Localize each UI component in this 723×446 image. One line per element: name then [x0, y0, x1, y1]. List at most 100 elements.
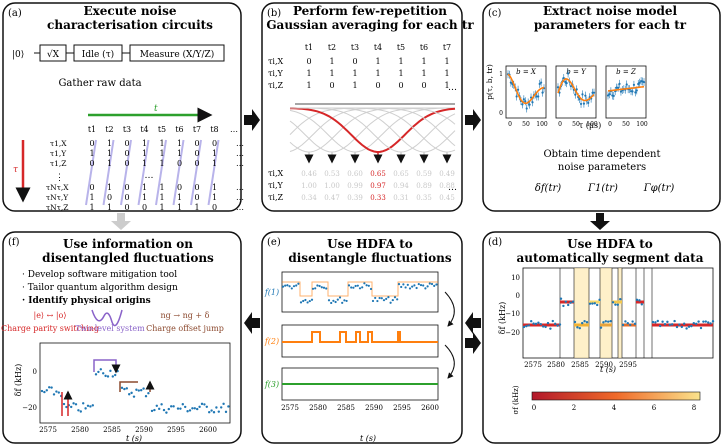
d-segment-shade	[600, 268, 612, 358]
f-point	[94, 373, 98, 376]
d-point	[621, 323, 625, 327]
d-ytick: −20	[505, 329, 520, 337]
c-fit-line	[507, 73, 545, 105]
c-point	[528, 103, 531, 106]
panel-c-title-1: Extract noise model	[543, 4, 678, 18]
b-avg-cell: 0.31	[393, 194, 409, 202]
a-sweep-arrow	[172, 139, 185, 206]
c-point	[632, 83, 636, 86]
c-ytick: 1	[499, 71, 503, 78]
e-f1-point	[356, 284, 359, 287]
c-point	[581, 93, 584, 96]
f-point	[116, 369, 119, 373]
a-cell: 0	[107, 193, 112, 202]
d-point	[629, 323, 632, 327]
b-cell: 0	[306, 57, 311, 66]
a-row-ellipsis: …	[236, 193, 244, 202]
a-cell: 1	[142, 159, 147, 168]
c-point	[618, 82, 621, 85]
e-f1-point	[345, 299, 348, 303]
e-f1-point	[402, 283, 405, 286]
e-xtick: 2575	[281, 404, 299, 412]
panel-f-letter: (f)	[8, 237, 20, 248]
f-point	[91, 404, 95, 407]
a-vdots-mid: …	[145, 171, 154, 181]
a-row-ellipsis: …	[236, 139, 244, 148]
a-col-header: t8	[210, 125, 218, 134]
c-point	[631, 90, 634, 93]
f-point	[172, 405, 175, 408]
f-point	[165, 411, 168, 414]
b-cell: 1	[398, 69, 403, 78]
f-point	[170, 405, 173, 408]
panel-a-box	[2, 2, 242, 212]
a-cell: 1	[177, 139, 182, 148]
e-f1-point	[297, 282, 300, 285]
f-point	[227, 405, 230, 408]
f-point	[155, 404, 158, 407]
d-point	[534, 322, 538, 326]
a-cell: 0	[212, 203, 217, 212]
d-point	[611, 301, 615, 304]
e-f1-point	[306, 301, 309, 304]
e-f1-point	[371, 299, 375, 303]
d-point	[604, 320, 607, 323]
c-obtain-1: Obtain time dependent	[543, 149, 660, 160]
d-point	[591, 302, 594, 305]
d-point	[640, 303, 643, 306]
f-point	[176, 407, 180, 410]
d-point	[556, 324, 559, 327]
d-point	[680, 325, 683, 329]
f-point	[128, 393, 131, 396]
f-point	[193, 407, 196, 410]
a-cell: 1	[194, 203, 199, 212]
d-point	[659, 324, 662, 328]
a-row-ellipsis: …	[236, 159, 244, 168]
b-avg-cell: 1.00	[301, 182, 317, 190]
f-point	[50, 386, 53, 389]
a-cell: 1	[107, 203, 112, 212]
e-f1-point	[316, 284, 319, 287]
d-point	[578, 326, 581, 330]
b-avg-cell: 0.97	[370, 182, 386, 190]
b-avg-cell: 0.49	[439, 170, 455, 178]
e-xtick: 2595	[393, 404, 411, 412]
d-point	[542, 325, 545, 328]
d-point	[527, 324, 530, 327]
label-charge-offset: Charge offset jump	[146, 324, 224, 333]
d-point	[576, 326, 579, 329]
d-ytick: −10	[505, 310, 520, 318]
b-cell: 0	[352, 57, 357, 66]
c-xtick: 0	[558, 121, 562, 128]
e-f1-point	[397, 283, 401, 286]
f-point	[84, 407, 87, 410]
e-f1-point	[419, 283, 423, 287]
gather-raw-data: Gather raw data	[58, 78, 141, 89]
curved-arrow-1	[444, 291, 455, 327]
e-f1-point	[338, 296, 342, 299]
c-xtick: 0	[608, 121, 612, 128]
b-cell: 0	[329, 81, 334, 90]
b-row-label: τi,Z	[268, 81, 284, 90]
f-ytick: 0	[33, 368, 37, 376]
a-sweep-arrow	[207, 139, 220, 206]
a-cell: 0	[124, 203, 129, 212]
d-point	[651, 320, 655, 324]
panel-f-title-1: Use information on	[63, 237, 193, 251]
a-cell: 0	[212, 139, 217, 148]
f-point	[106, 375, 110, 378]
c-point	[642, 81, 646, 84]
f-point	[222, 402, 225, 406]
b-cell: 1	[306, 81, 311, 90]
panel-e-title-1: Use HDFA to	[327, 237, 413, 251]
f-point	[89, 405, 92, 408]
f-point	[48, 386, 51, 389]
e-f1-point	[311, 287, 315, 290]
charge-parity-eq: |e⟩ ↔ |o⟩	[34, 311, 67, 320]
d-point	[567, 303, 570, 307]
charge-offset-eq: ng → ng + δ	[161, 311, 210, 320]
d-point	[607, 320, 610, 323]
e-f1-point	[365, 284, 368, 287]
e-f1-point	[396, 298, 399, 301]
